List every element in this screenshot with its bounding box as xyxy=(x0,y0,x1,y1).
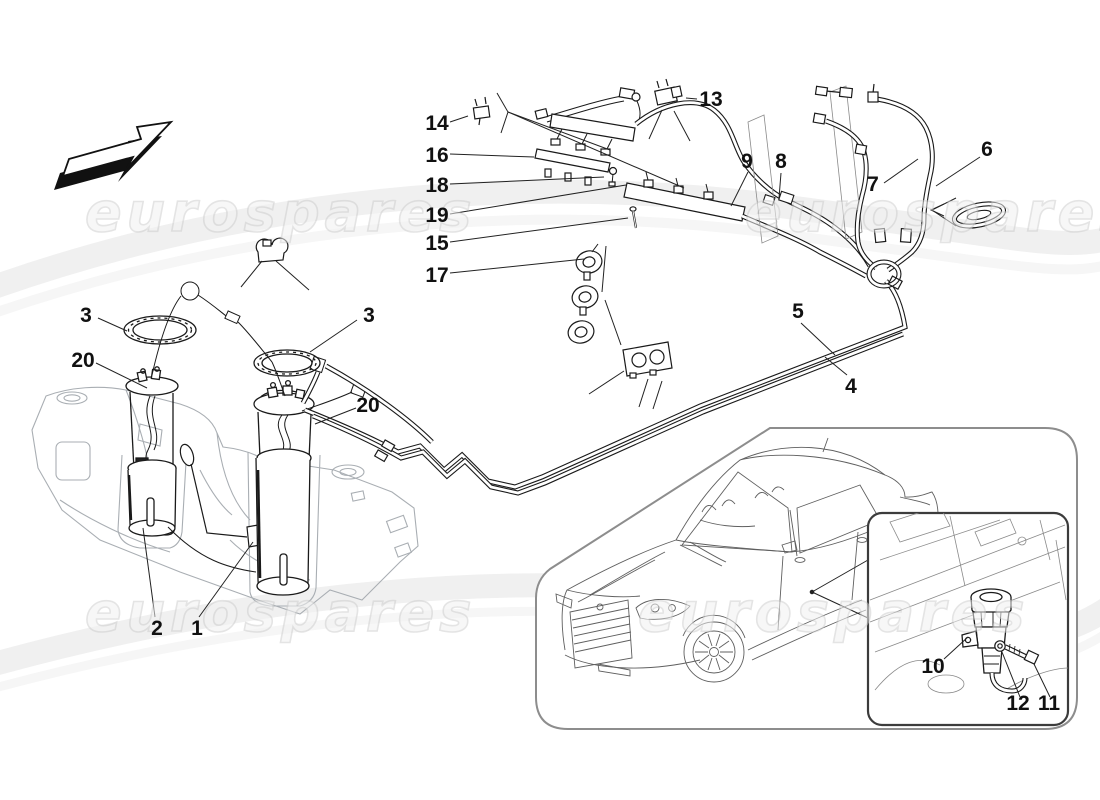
watermark: eurospares eurospares eurospares eurospa… xyxy=(84,180,1100,645)
pump-wiring-harness xyxy=(151,281,367,412)
detail-zoom-lines xyxy=(809,559,869,619)
pipe-clamp-bracket xyxy=(622,341,673,379)
pipe-elbow-fitting xyxy=(373,439,396,463)
rail-mounting-bar xyxy=(534,148,611,173)
callout-8: 8 xyxy=(775,150,787,173)
car-headlight xyxy=(555,593,691,620)
callout-13: 13 xyxy=(699,88,722,111)
callout-7: 7 xyxy=(867,173,879,196)
callout-20-right: 20 xyxy=(356,394,379,417)
fuel-pump-left xyxy=(123,315,197,537)
callout-10: 10 xyxy=(921,655,944,678)
callout-12: 12 xyxy=(1006,692,1029,715)
fuel-pump-right xyxy=(253,349,321,596)
callout-labels: 1 2 3 3 20 20 4 5 6 7 8 9 10 11 12 13 14… xyxy=(71,88,1060,715)
injector-clip-14 xyxy=(472,96,491,126)
callout-18: 18 xyxy=(425,174,449,197)
callout-6: 6 xyxy=(981,138,993,161)
callout-11: 11 xyxy=(1038,692,1061,715)
watermark-text: eurospares xyxy=(85,181,476,244)
injector-clip-13 xyxy=(654,78,683,106)
car-grille xyxy=(569,599,633,669)
fuel-tank xyxy=(31,386,419,615)
callout-15: 15 xyxy=(425,232,449,255)
leader-lines xyxy=(95,92,981,618)
callout-19: 19 xyxy=(425,204,448,227)
washer-part xyxy=(994,640,1006,652)
bolt-part xyxy=(1004,643,1040,665)
hose-clamp-small xyxy=(255,237,289,263)
cotter-pin xyxy=(629,206,638,229)
fuel-level-float-arm xyxy=(167,443,261,573)
fuel-rail-upper xyxy=(549,113,636,142)
lock-ring-left xyxy=(123,315,197,345)
callout-16: 16 xyxy=(425,144,448,167)
grommet-chain xyxy=(567,243,603,344)
retaining-pin xyxy=(608,166,618,187)
lock-ring-right xyxy=(253,349,321,377)
callout-4: 4 xyxy=(845,375,857,398)
pointer-arrow xyxy=(929,197,957,227)
fuel-shutoff-valve xyxy=(961,588,1028,694)
callout-1: 1 xyxy=(191,617,203,640)
fuel-rail-assembly xyxy=(534,87,746,229)
inset-detail-box xyxy=(866,511,1070,727)
callout-17: 17 xyxy=(425,264,448,287)
car-drawing xyxy=(555,437,939,683)
inset-chassis-lines xyxy=(869,513,1068,694)
fuel-feed-hoses xyxy=(634,100,873,279)
watermark-text: eurospares xyxy=(745,181,1100,244)
callout-5: 5 xyxy=(792,300,804,323)
return-hose-assembly xyxy=(747,83,1007,291)
callout-3-left: 3 xyxy=(80,304,92,327)
hose-loop xyxy=(866,259,903,291)
callout-2: 2 xyxy=(151,617,163,640)
watermark-text: eurospares xyxy=(638,581,1029,644)
callout-3-right: 3 xyxy=(363,304,375,327)
hose-fitting xyxy=(762,190,795,207)
pump-outlet-hose xyxy=(300,355,434,444)
direction-arrow-icon xyxy=(54,120,174,190)
callout-14: 14 xyxy=(425,112,449,135)
callout-9: 9 xyxy=(741,150,753,173)
grommet-oval xyxy=(951,201,1007,229)
watermark-text: eurospares xyxy=(85,581,476,644)
callout-20-left: 20 xyxy=(71,349,94,372)
fuel-pipes-main-run xyxy=(300,279,908,496)
car-front-wheel xyxy=(682,614,746,683)
